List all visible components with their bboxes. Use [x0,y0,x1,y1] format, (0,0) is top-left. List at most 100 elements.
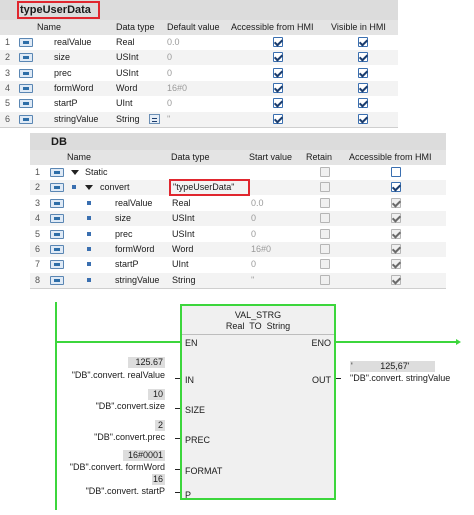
member-start-value[interactable]: 0 [251,228,257,239]
hmi-access-checkbox[interactable] [273,113,283,124]
member-start-value[interactable]: 0 [251,259,257,270]
member-type[interactable]: Real [116,37,135,47]
hmi-access-checkbox[interactable] [391,213,401,224]
member-type[interactable]: Word [116,82,138,93]
hmi-access-checkbox[interactable] [391,228,401,239]
member-name[interactable]: Static [85,167,108,177]
retain-checkbox[interactable] [320,274,330,285]
member-type[interactable]: "typeUserData" [173,182,235,193]
member-name[interactable]: formWord [54,82,94,93]
format-tag[interactable]: "DB".convert. formWord [69,462,165,472]
member-name[interactable]: convert [100,182,130,193]
retain-checkbox[interactable] [320,213,330,224]
member-type[interactable]: USInt [172,213,195,224]
retain-checkbox[interactable] [320,182,330,193]
expand-chevron-icon[interactable] [71,170,79,175]
retain-checkbox[interactable] [320,197,330,208]
member-name[interactable]: realValue [115,197,153,208]
member-type[interactable]: UInt [116,98,133,109]
hmi-access-checkbox[interactable] [273,67,283,78]
hmi-access-checkbox[interactable] [273,82,283,93]
member-name[interactable]: formWord [115,244,155,254]
member-default[interactable]: 0 [167,67,173,78]
member-name[interactable]: realValue [54,37,92,47]
hmi-access-checkbox[interactable] [273,98,283,109]
member-start-value[interactable]: 16#0 [251,244,272,254]
member-type[interactable]: USInt [172,228,195,239]
pin-en[interactable]: EN [185,338,198,348]
pin-prec[interactable]: PREC [185,435,211,445]
hmi-access-checkbox[interactable] [273,52,283,63]
member-default[interactable]: 16#0 [167,82,188,93]
hmi-visible-checkbox[interactable] [358,67,368,78]
hmi-access-checkbox[interactable] [391,259,401,270]
member-name[interactable]: size [54,52,71,63]
out-tag[interactable]: "DB".convert. stringValue [350,373,451,383]
in-tag[interactable]: "DB".convert. realValue [71,370,165,380]
member-type[interactable]: String [172,274,196,285]
member-start-value[interactable]: 0 [251,213,257,224]
retain-checkbox[interactable] [320,259,330,270]
hmi-access-checkbox[interactable] [391,244,401,254]
member-name[interactable]: stringValue [54,113,99,124]
hmi-access-checkbox[interactable] [391,182,401,193]
val-strg-block[interactable]: VAL_STRG Real TO String EN IN SIZE PREC … [180,304,336,500]
retain-checkbox[interactable] [320,228,330,239]
member-name[interactable]: startP [115,259,139,270]
member-type[interactable]: String [116,113,140,124]
size-value[interactable]: 10 [148,389,165,400]
pin-out[interactable]: OUT [312,375,331,385]
p-value[interactable]: 16 [152,474,165,485]
hmi-visible-checkbox[interactable] [358,82,368,93]
hmi-access-checkbox[interactable] [391,274,401,285]
pin-size[interactable]: SIZE [185,405,206,415]
hmi-visible-checkbox[interactable] [358,52,368,63]
hmi-visible-checkbox[interactable] [358,37,368,47]
in-value[interactable]: 125.67 [128,357,165,368]
member-name[interactable]: startP [54,98,78,109]
member-default[interactable]: 0 [167,52,173,63]
prec-value[interactable]: 2 [155,420,165,431]
pin-format[interactable]: FORMAT [185,466,223,476]
type-browse-button[interactable] [149,113,160,124]
member-type[interactable]: UInt [172,259,189,270]
p-tag[interactable]: "DB".convert. startP [85,486,165,496]
hmi-access-checkbox[interactable] [391,167,401,177]
retain-checkbox[interactable] [320,244,330,254]
size-tag[interactable]: "DB".convert.size [95,401,165,411]
member-default[interactable]: '' [167,113,171,124]
hmi-access-checkbox[interactable] [273,37,283,47]
member-name[interactable]: size [115,213,132,224]
member-name[interactable]: prec [115,228,133,239]
member-default[interactable]: 0.0 [167,37,180,47]
expand-chevron-icon[interactable] [85,185,93,191]
member-type[interactable]: Real [172,197,191,208]
member-start-value[interactable]: 0.0 [251,197,264,208]
retain-checkbox[interactable] [320,167,330,177]
member-default[interactable]: 0 [167,98,173,109]
member-name[interactable]: prec [54,67,72,78]
hmi-visible-checkbox[interactable] [358,113,368,124]
hmi-visible-checkbox[interactable] [358,98,368,109]
pin-eno[interactable]: ENO [311,338,331,348]
hmi-access-checkbox[interactable] [391,197,401,208]
out-value[interactable]: ' 125,67' [350,361,435,372]
member-type[interactable]: Word [172,244,194,254]
member-start-value[interactable]: '' [251,274,255,285]
member-type[interactable]: USInt [116,52,139,63]
prec-tag[interactable]: "DB".convert.prec [94,432,165,442]
